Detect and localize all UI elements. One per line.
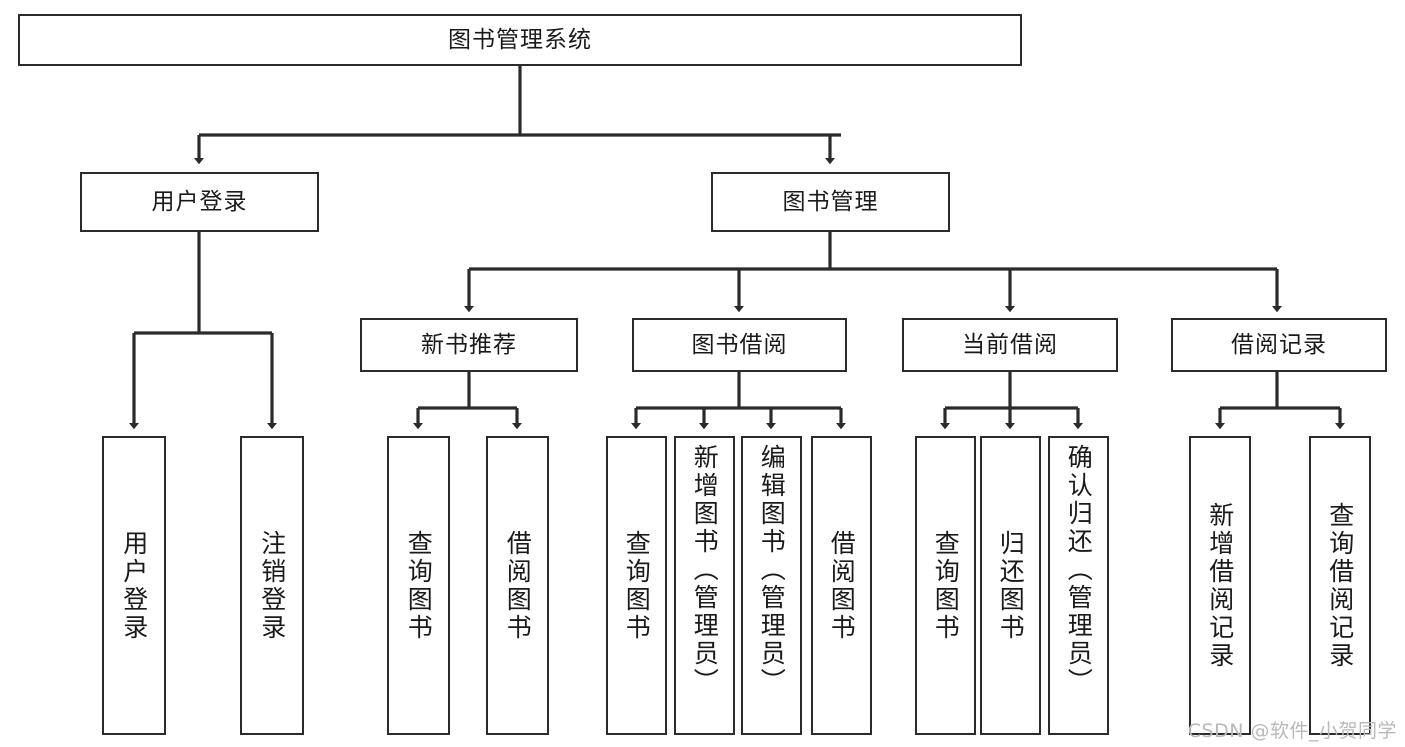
leaf-confirm-return-label: 确认归还（管理员） — [1064, 444, 1094, 696]
leaf-borrow-book-1-label: 借阅图书 — [503, 529, 533, 642]
leaf-user-login[interactable]: 用户登录 — [102, 436, 166, 735]
leaf-edit-book-label: 编辑图书（管理员） — [757, 444, 787, 696]
node-book-borrow[interactable]: 图书借阅 — [632, 318, 847, 372]
node-user-login-label: 用户登录 — [151, 188, 248, 215]
leaf-return-book-label: 归还图书 — [996, 529, 1026, 642]
leaf-return-book[interactable]: 归还图书 — [980, 436, 1041, 735]
leaf-query-record-label: 查询借阅记录 — [1325, 501, 1355, 670]
leaf-borrow-book-2[interactable]: 借阅图书 — [811, 436, 872, 735]
leaf-add-record-label: 新增借阅记录 — [1205, 501, 1235, 670]
leaf-add-book[interactable]: 新增图书（管理员） — [674, 436, 735, 735]
leaf-add-book-label: 新增图书（管理员） — [690, 444, 720, 696]
node-borrow-record[interactable]: 借阅记录 — [1171, 318, 1387, 372]
leaf-borrow-book-1[interactable]: 借阅图书 — [486, 436, 549, 735]
leaf-query-book-1-label: 查询图书 — [404, 529, 434, 642]
node-new-book-rec-label: 新书推荐 — [421, 331, 517, 358]
leaf-edit-book[interactable]: 编辑图书（管理员） — [741, 436, 802, 735]
leaf-logout[interactable]: 注销登录 — [240, 436, 304, 735]
leaf-user-login-label: 用户登录 — [119, 529, 149, 642]
node-user-login[interactable]: 用户登录 — [80, 172, 319, 232]
node-new-book-rec[interactable]: 新书推荐 — [360, 318, 578, 372]
node-current-borrow[interactable]: 当前借阅 — [902, 318, 1118, 372]
leaf-logout-label: 注销登录 — [257, 529, 287, 642]
node-book-borrow-label: 图书借阅 — [691, 331, 788, 358]
leaf-query-book-2[interactable]: 查询图书 — [606, 436, 667, 735]
leaf-add-record[interactable]: 新增借阅记录 — [1189, 436, 1251, 735]
leaf-query-book-2-label: 查询图书 — [622, 529, 652, 642]
node-current-borrow-label: 当前借阅 — [962, 331, 1058, 358]
leaf-confirm-return[interactable]: 确认归还（管理员） — [1048, 436, 1109, 735]
node-borrow-record-label: 借阅记录 — [1231, 331, 1327, 358]
watermark: CSDN @软件_小贺同学 — [1187, 720, 1397, 742]
node-root-label: 图书管理系统 — [448, 26, 592, 53]
leaf-query-book-3[interactable]: 查询图书 — [915, 436, 976, 735]
node-book-manage[interactable]: 图书管理 — [711, 172, 950, 232]
leaf-borrow-book-2-label: 借阅图书 — [827, 529, 857, 642]
leaf-query-book-1[interactable]: 查询图书 — [387, 436, 450, 735]
node-book-manage-label: 图书管理 — [782, 188, 879, 215]
node-root[interactable]: 图书管理系统 — [18, 14, 1022, 66]
leaf-query-record[interactable]: 查询借阅记录 — [1309, 436, 1371, 735]
leaf-query-book-3-label: 查询图书 — [931, 529, 961, 642]
